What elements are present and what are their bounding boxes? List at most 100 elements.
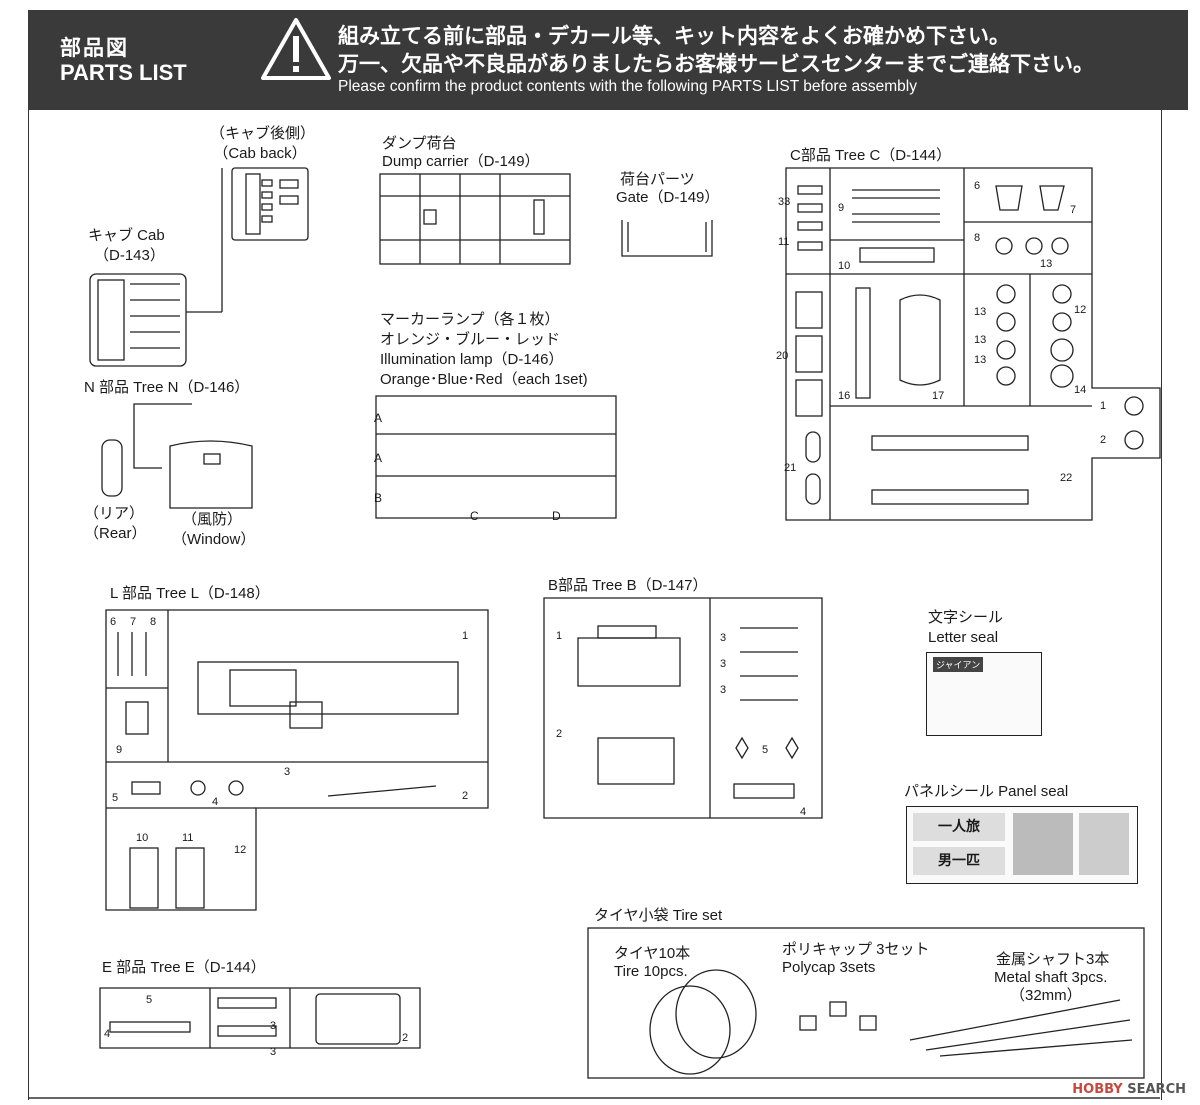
cab-code: （D-143） [94, 247, 165, 264]
tree-c-label: C部品 Tree C（D-144） [790, 147, 952, 164]
part-number: 2 [556, 728, 563, 740]
marker-a-1: A [374, 411, 383, 425]
warning-english: Please confirm the product contents with… [338, 78, 917, 95]
marker-label-jp-1: マーカーランプ（各１枚） [380, 311, 560, 328]
warning-line-2: 万一、欠品や不良品がありましたらお客様サービスセンターまでご連絡下さい。 [338, 52, 1094, 76]
part-number: 16 [838, 390, 851, 402]
part-number: 8 [974, 232, 981, 244]
cab-back-part [186, 167, 309, 313]
tree-e-label: E 部品 Tree E（D-144） [102, 959, 266, 976]
part-number: 17 [932, 390, 945, 402]
part-number: 13 [974, 354, 987, 366]
shaft-length: （32mm） [1010, 987, 1082, 1004]
tree-n-label: N 部品 Tree N（D-146） [84, 379, 250, 396]
cab-part [89, 273, 187, 367]
part-number: 5 [112, 792, 119, 804]
tire-label-jp: タイヤ10本 [614, 945, 691, 962]
part-number: 5 [762, 744, 769, 756]
part-number: 13 [974, 334, 987, 346]
panel-seal-image [1013, 813, 1073, 875]
polycap-label-en: Polycap 3sets [782, 959, 876, 976]
cab-back-label-en: （Cab back） [213, 145, 307, 162]
part-number: 20 [776, 350, 789, 362]
part-number: 2 [402, 1032, 409, 1044]
marker-d: D [552, 509, 561, 523]
letter-seal-label-en: Letter seal [928, 629, 999, 646]
tree-l-runner [105, 609, 489, 911]
rear-label-jp: （リア） [84, 505, 145, 522]
part-number: 5 [146, 994, 153, 1006]
cab-label: キャブ Cab [88, 227, 165, 244]
marker-label-jp-2: オレンジ・ブルー・レッド [380, 331, 561, 348]
part-number: 4 [212, 796, 219, 808]
part-number: 14 [1074, 384, 1087, 396]
header-title-en: PARTS LIST [60, 60, 187, 85]
tree-b-label: B部品 Tree B（D-147） [548, 577, 708, 594]
dump-label-en: Dump carrier（D-149） [382, 153, 540, 170]
tree-n-runner [101, 403, 253, 509]
part-number: 12 [234, 844, 247, 856]
part-number: 3 [720, 658, 727, 670]
window-label-en: （Window） [172, 531, 256, 548]
part-number: 9 [116, 744, 123, 756]
part-number: 9 [838, 202, 845, 214]
warning-icon [261, 18, 331, 80]
shaft-label-en: Metal shaft 3pcs. [994, 969, 1108, 986]
panel-seal-image-2 [1079, 813, 1129, 875]
part-number: 1 [556, 630, 563, 642]
panel-seal-text-1: 一人旅 [913, 813, 1005, 841]
part-number: 3 [270, 1020, 277, 1032]
part-number: 7 [1070, 204, 1077, 216]
part-number: 4 [800, 806, 807, 818]
part-number: 33 [778, 196, 791, 208]
gate-label-en: Gate（D-149） [616, 189, 720, 206]
part-number: 3 [284, 766, 291, 778]
tire-set-label: タイヤ小袋 Tire set [594, 907, 723, 924]
panel-seal-text-2: 男一匹 [913, 847, 1005, 875]
watermark: HOBBY SEARCH [1072, 1082, 1186, 1097]
marker-label-en-2: Orange･Blue･Red（each 1set) [380, 371, 588, 388]
warning-line-1: 組み立てる前に部品・デカール等、キット内容をよくお確かめ下さい。 [338, 24, 1010, 48]
part-number: 1 [1100, 400, 1107, 412]
part-number: 8 [150, 616, 157, 628]
tree-c-runner [785, 167, 1161, 521]
watermark-brand: HOBBY [1072, 1082, 1123, 1097]
tree-l-label: L 部品 Tree L（D-148） [110, 585, 270, 602]
part-number: 2 [1100, 434, 1107, 446]
dump-label-jp: ダンプ荷台 [382, 135, 457, 152]
part-number: 21 [784, 462, 797, 474]
part-number: 4 [104, 1028, 111, 1040]
letter-seal-badge: ジャイアン [933, 657, 984, 672]
polycap-label-jp: ポリキャップ 3セット [782, 941, 930, 958]
part-number: 3 [720, 632, 727, 644]
shaft-label-jp: 金属シャフト3本 [996, 951, 1110, 968]
part-number: 13 [1040, 258, 1053, 270]
part-number: 6 [974, 180, 981, 192]
tree-e-runner [99, 987, 421, 1049]
part-number: 7 [130, 616, 137, 628]
gate-part [621, 220, 713, 257]
gate-label-jp: 荷台パーツ [620, 171, 695, 188]
part-number: 22 [1060, 472, 1073, 484]
part-number: 3 [720, 684, 727, 696]
marker-label-en-1: Illumination lamp（D-146） [380, 351, 564, 368]
part-number: 11 [778, 236, 790, 248]
dump-carrier-part [379, 173, 571, 265]
part-number: 13 [974, 306, 987, 318]
header-title-jp: 部品図 [60, 36, 129, 60]
window-label-jp: （風防） [182, 511, 243, 528]
cab-back-label-jp: （キャブ後側） [210, 125, 316, 142]
tire-label-en: Tire 10pcs. [614, 963, 688, 980]
part-number: 2 [462, 790, 469, 802]
letter-seal-label-jp: 文字シール [928, 609, 1004, 626]
illumination-lamp-sheet [375, 395, 617, 519]
marker-a-2: A [374, 451, 383, 465]
watermark-brand-2: SEARCH [1127, 1082, 1186, 1097]
rear-label-en: （Rear） [84, 525, 147, 542]
part-number: 3 [270, 1046, 277, 1058]
letter-seal-sheet: ジャイアン [926, 652, 1042, 736]
marker-b: B [374, 491, 383, 505]
part-number: 10 [136, 832, 149, 844]
